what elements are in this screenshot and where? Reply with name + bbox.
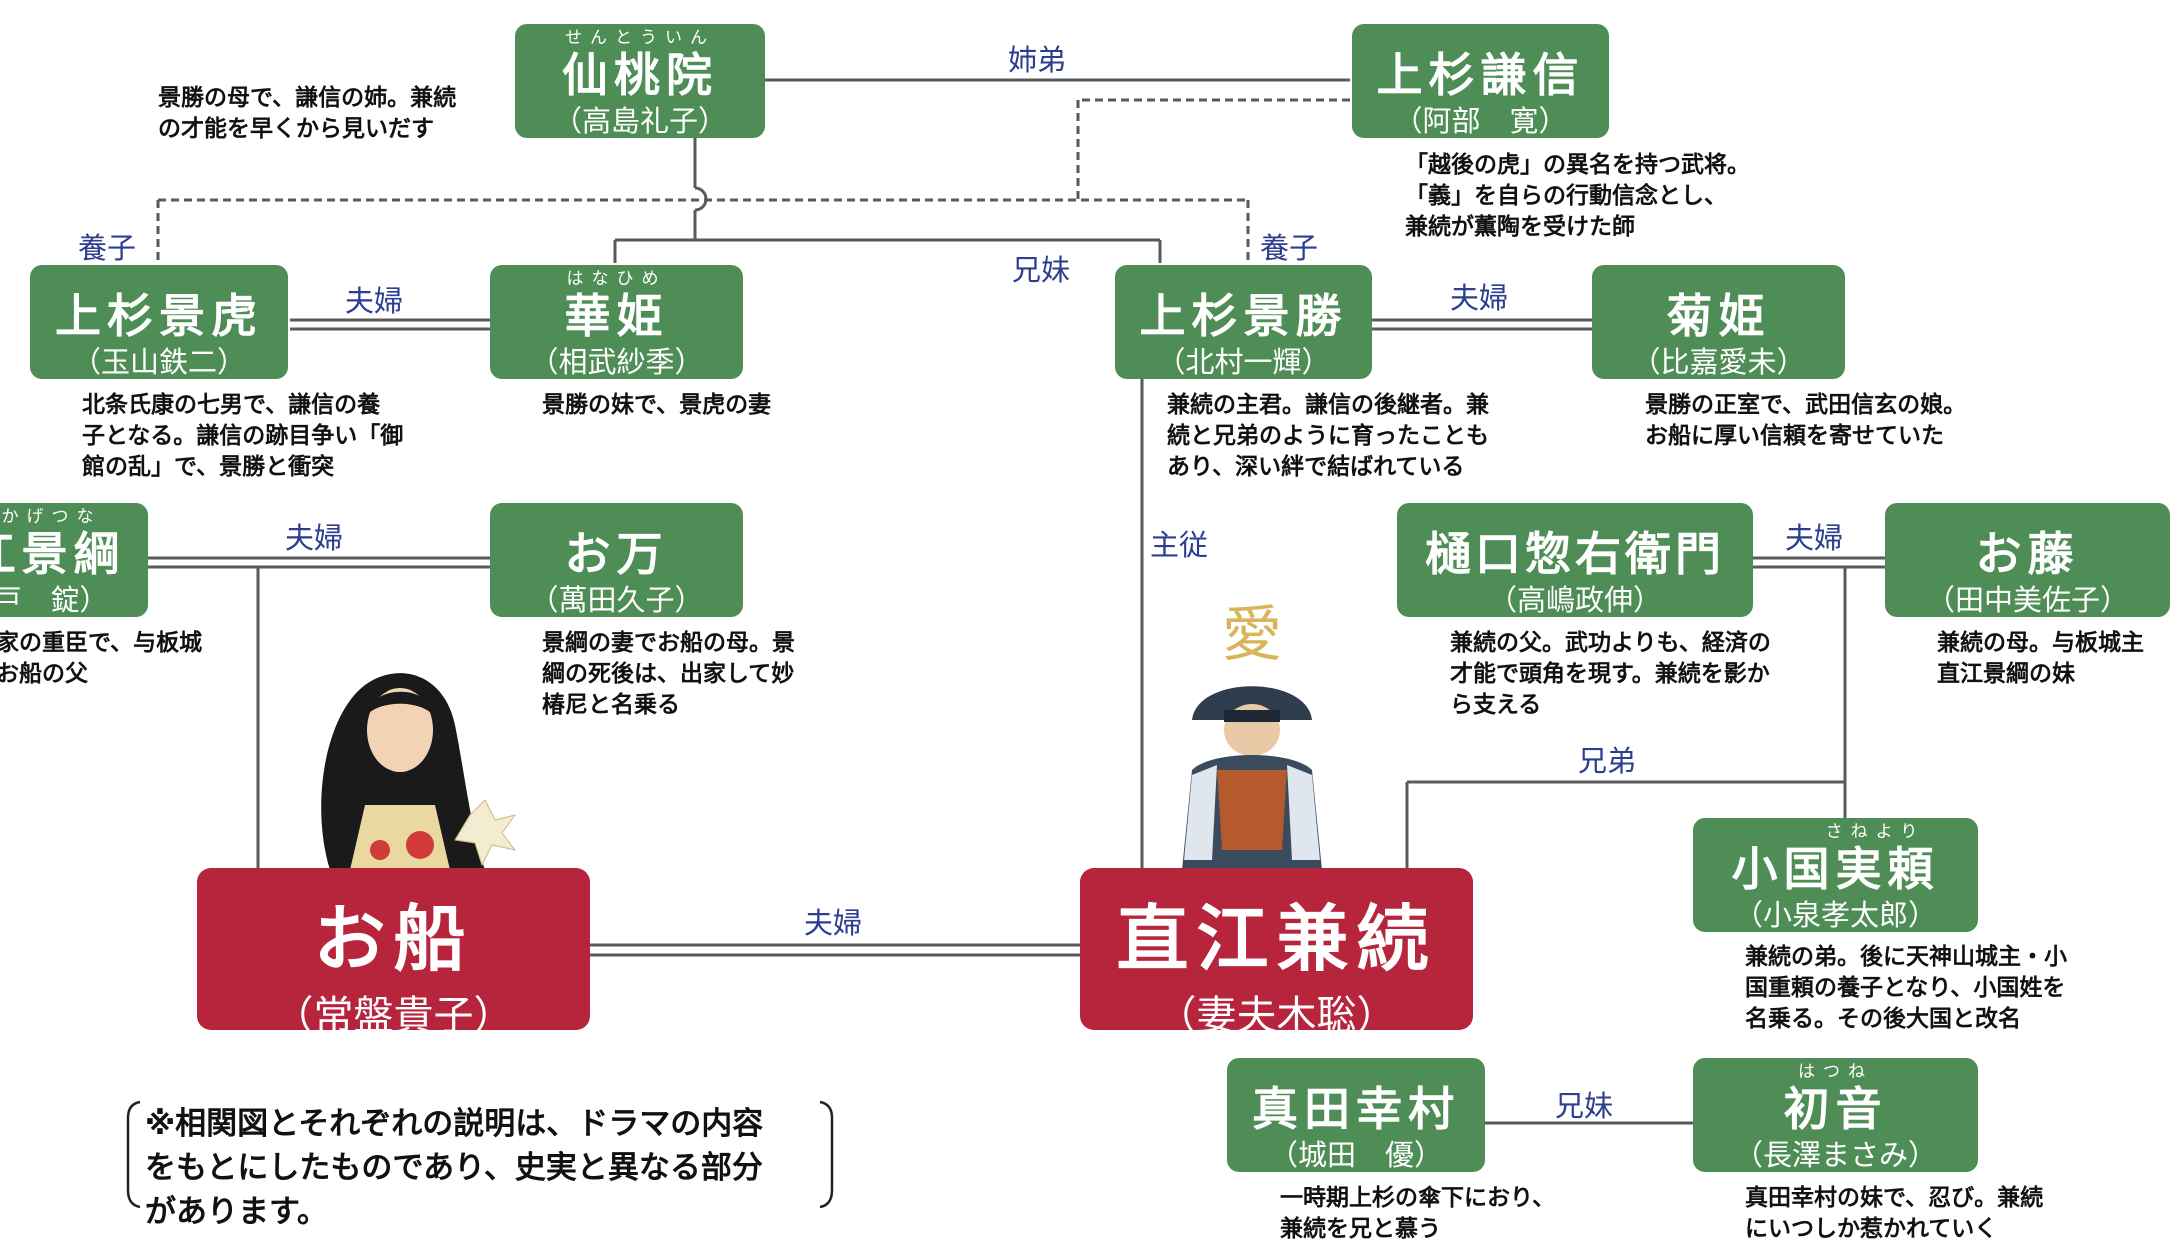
character-box-sentouin[interactable]: せんとういん 仙桃院 （高島礼子） xyxy=(515,24,765,138)
character-box-hatsune[interactable]: はつね 初音 （長澤まさみ） xyxy=(1693,1058,1978,1172)
character-name: 直江景綱 xyxy=(0,527,126,581)
actor-name: （田中美佐子） xyxy=(1925,583,2129,617)
actor-name: （高嶋政伸） xyxy=(1487,583,1662,617)
character-box-kagetsuna[interactable]: かげつな 直江景綱 （宍戸 錠） xyxy=(0,503,148,617)
relation-label-fuufu-kagekatsu: 夫婦 xyxy=(1450,281,1509,315)
character-name: 仙桃院 xyxy=(562,48,718,102)
character-box-kenshin[interactable]: 上杉謙信 （阿部 寛） xyxy=(1352,24,1609,138)
character-name: 樋口惣右衛門 xyxy=(1425,527,1725,581)
character-desc-hatsune: 真田幸村の妹で、忍び。兼続 にいつしか惹かれていく xyxy=(1745,1185,2044,1242)
character-name: お船 xyxy=(313,896,474,981)
character-box-kikuhime[interactable]: 菊姫 （比嘉愛未） xyxy=(1592,265,1845,379)
disclaimer-note: ※相関図とそれぞれの説明は、ドラマの内容 をもとにしたものであり、史実と異なる部… xyxy=(145,1106,764,1230)
character-desc-sentouin: 景勝の母で、謙信の姉。兼続 の才能を早くから見いだす xyxy=(158,85,457,142)
actor-name: （城田 優） xyxy=(1268,1138,1443,1172)
character-desc-yukimura: 一時期上杉の傘下におり、 兼続を兄と慕う xyxy=(1280,1185,1556,1242)
character-name: 初音 xyxy=(1783,1082,1888,1136)
character-name: 上杉景勝 xyxy=(1139,289,1348,343)
character-name: 菊姫 xyxy=(1666,289,1771,343)
character-box-kanetsugu[interactable]: 直江兼続 （妻夫木聡） xyxy=(1080,868,1473,1030)
ofune-portrait xyxy=(321,673,517,870)
character-desc-sanenori: 兼続の弟。後に天神山城主・小 国重頼の養子となり、小国姓を 名乗る。その後大国と… xyxy=(1745,944,2067,1032)
relation-label-youshi-right: 養子 xyxy=(1260,231,1319,265)
name-ruby: かげつな xyxy=(1,507,102,527)
actor-name: （相武紗季） xyxy=(529,345,704,379)
character-name: 真田幸村 xyxy=(1252,1082,1460,1136)
relation-label-shujuu: 主従 xyxy=(1150,528,1209,562)
character-box-sanenori[interactable]: さねより 小国実頼 （小泉孝太郎） xyxy=(1693,818,1978,932)
character-desc-hanahime: 景勝の妹で、景虎の妻 xyxy=(542,392,772,418)
actor-name: （阿部 寛） xyxy=(1393,104,1568,138)
actor-name: （妻夫木聡） xyxy=(1156,993,1397,1030)
character-desc-oman: 景綱の妻でお船の母。景 綱の死後は、出家して妙 椿尼と名乗る xyxy=(542,630,795,718)
character-box-oman[interactable]: お万 （萬田久子） xyxy=(490,503,743,617)
character-desc-ofuji: 兼続の母。与板城主 直江景綱の妹 xyxy=(1937,630,2144,687)
character-box-kagekatsu[interactable]: 上杉景勝 （北村一輝） xyxy=(1115,265,1372,379)
character-name: 小国実頼 xyxy=(1731,842,1940,896)
character-desc-kagetora: 北条氏康の七男で、謙信の養 子となる。謙信の跡目争い「御 館の乱」で、景勝と衝突 xyxy=(82,392,404,480)
actor-name: （宍戸 錠） xyxy=(0,583,109,617)
character-name: 上杉景虎 xyxy=(55,289,263,343)
name-ruby: はつね xyxy=(1798,1062,1873,1082)
character-desc-kagetsuna: 上杉家の重臣で、与板城 主。お船の父 xyxy=(0,630,203,687)
character-box-ofuji[interactable]: お藤 （田中美佐子） xyxy=(1885,503,2170,617)
actor-name: （萬田久子） xyxy=(529,583,704,617)
character-name: お万 xyxy=(564,527,669,581)
relation-label-fuufu-higuchi: 夫婦 xyxy=(1785,521,1844,555)
character-box-ofune[interactable]: お船 （常盤貴子） xyxy=(197,868,590,1030)
character-name: 直江兼続 xyxy=(1116,896,1437,981)
character-box-higuchi[interactable]: 樋口惣右衛門 （高嶋政伸） xyxy=(1397,503,1753,617)
character-desc-kagekatsu: 兼続の主君。謙信の後継者。兼 続と兄弟のように育ったことも あり、深い絆で結ばれ… xyxy=(1167,392,1489,480)
character-desc-kikuhime: 景勝の正室で、武田信玄の娘。 お船に厚い信頼を寄せていた xyxy=(1645,392,1967,449)
character-desc-higuchi: 兼続の父。武功よりも、経済の 才能で頭角を現す。兼続を影か ら支える xyxy=(1450,630,1771,718)
relation-label-kyoudai: 兄弟 xyxy=(1578,744,1637,778)
actor-name: （長澤まさみ） xyxy=(1733,1138,1937,1172)
relation-label-kyoumai-top: 兄妹 xyxy=(1012,253,1071,287)
actor-name: （玉山鉄二） xyxy=(71,345,246,379)
character-name: 上杉謙信 xyxy=(1376,48,1585,102)
relation-label-youshi-left: 養子 xyxy=(78,231,137,265)
actor-name: （常盤貴子） xyxy=(273,993,514,1030)
relation-label-kyoumai-sanada: 兄妹 xyxy=(1555,1089,1614,1123)
character-box-kagetora[interactable]: 上杉景虎 （玉山鉄二） xyxy=(30,265,288,379)
name-ruby: はなひめ xyxy=(566,269,667,289)
svg-text:愛: 愛 xyxy=(1222,600,1282,670)
name-ruby: せんとういん xyxy=(565,28,715,48)
relation-label-shitei: 姉弟 xyxy=(1008,43,1067,77)
character-box-hanahime[interactable]: はなひめ 華姫 （相武紗季） xyxy=(490,265,743,379)
relation-label-fuufu-kagetsuna: 夫婦 xyxy=(285,521,344,555)
character-name: 華姫 xyxy=(564,289,669,343)
name-ruby: さねより xyxy=(1825,822,1926,842)
character-name: お藤 xyxy=(1975,527,2080,581)
actor-name: （小泉孝太郎） xyxy=(1733,898,1937,932)
actor-name: （高島礼子） xyxy=(552,104,727,138)
relation-label-fuufu-main: 夫婦 xyxy=(804,906,863,940)
character-box-yukimura[interactable]: 真田幸村 （城田 優） xyxy=(1227,1058,1485,1172)
actor-name: （比嘉愛未） xyxy=(1631,345,1806,379)
character-desc-kenshin: 「越後の虎」の異名を持つ武将。 「義」を自らの行動信念とし、 兼続が薫陶を受けた… xyxy=(1405,152,1750,240)
relation-label-fuufu-kagetora: 夫婦 xyxy=(345,284,404,318)
kanetsugu-portrait: 愛 xyxy=(1182,600,1322,870)
actor-name: （北村一輝） xyxy=(1156,345,1331,379)
